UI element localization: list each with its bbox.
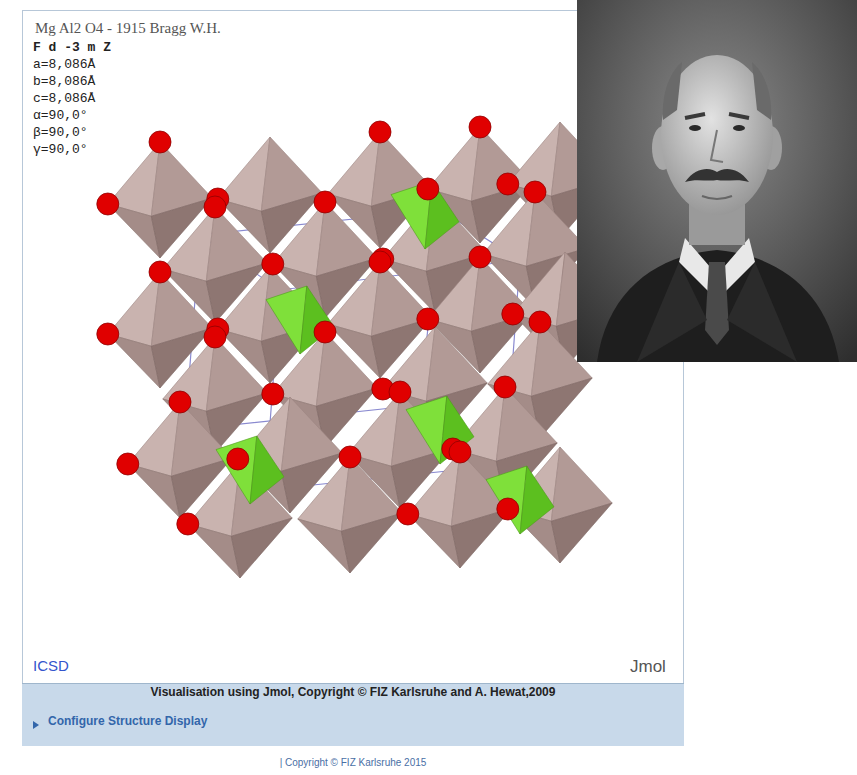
tetrahedron [406,396,474,464]
cell-parameter: c=8,086Å [33,91,95,106]
oxygen-atom [97,193,119,215]
oxygen-atom [204,326,226,348]
oxygen-atom [494,376,516,398]
oxygen-atom [417,308,439,330]
oxygen-atom [369,251,391,273]
oxygen-atom [204,196,226,218]
cell-parameter: b=8,086Å [33,74,95,89]
portrait-photo [577,0,857,362]
oxygen-atoms [97,116,551,535]
expand-triangle [33,721,39,729]
oxygen-atom [524,181,546,203]
oxygen-atom [389,381,411,403]
cell-angle: β=90,0° [33,125,88,140]
oxygen-atom [449,441,471,463]
tetrahedron [486,466,554,534]
oxygen-atom [469,116,491,138]
oxygen-atom [177,513,199,535]
structure-title: Mg Al2 O4 - 1915 Bragg W.H. [35,20,221,37]
oxygen-atom [502,303,524,325]
oxygen-atom [397,503,419,525]
octahedron [298,457,402,573]
oxygen-atom [97,323,119,345]
oxygen-atom [262,383,284,405]
oxygen-atom [314,191,336,213]
database-logo: ICSD [33,657,69,674]
space-group: F d -3 m Z [33,40,111,55]
cell-angle: α=90,0° [33,108,88,123]
oxygen-atom [469,246,491,268]
cell-angle: γ=90,0° [33,142,88,157]
oxygen-atom [314,321,336,343]
copyright-line: | Copyright © FIZ Karlsruhe 2015 [280,757,427,768]
oxygen-atom [417,178,439,200]
tetrahedron [266,286,334,354]
tetrahedron [216,436,284,504]
octahedron [508,447,612,563]
viewer-logo: Jmol [630,657,666,677]
oxygen-atom [227,448,249,470]
oxygen-atom [169,391,191,413]
oxygen-atom [497,173,519,195]
oxygen-atom [529,311,551,333]
oxygen-atom [369,121,391,143]
octahedra [108,122,617,578]
oxygen-atom [339,446,361,468]
oxygen-atom [149,131,171,153]
oxygen-atom [497,498,519,520]
tetrahedra [216,181,554,534]
display-link: Configure Structure Display [48,714,207,728]
oxygen-atom [117,453,139,475]
oxygen-atom [149,261,171,283]
oxygen-atom [262,253,284,275]
cell-parameter: a=8,086Å [33,57,95,72]
credit-line: Visualisation using Jmol, Copyright © FI… [151,685,556,699]
